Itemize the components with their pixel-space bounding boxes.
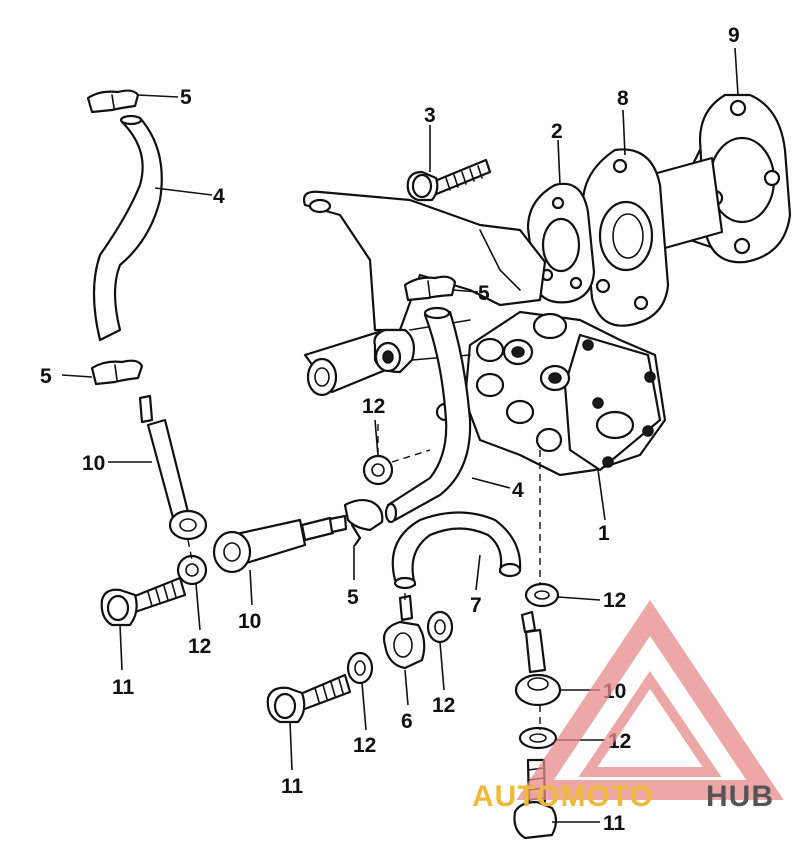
part-12-washer-a	[362, 454, 394, 486]
callout-12-c: 12	[603, 589, 626, 612]
part-7-curved-hose	[391, 511, 522, 590]
callout-3: 3	[424, 104, 436, 127]
pipe-fitting	[303, 319, 471, 422]
part-10-banjo-left	[138, 394, 208, 541]
part-5-clamp-mid	[403, 275, 457, 302]
part-4-hose-upper	[92, 114, 163, 342]
callout-8: 8	[617, 87, 629, 110]
part-1-pump-body	[463, 310, 667, 477]
callout-10-left: 10	[82, 452, 105, 475]
callout-1: 1	[598, 522, 610, 545]
callout-11-center: 11	[281, 775, 304, 798]
part-5-clamp-left	[90, 359, 144, 386]
part-6-fitting	[382, 594, 426, 670]
part-12-washer-b	[176, 554, 208, 586]
callout-5-mid: 5	[478, 282, 490, 305]
part-8-flange-plate	[581, 148, 670, 327]
callout-4-center: 4	[512, 479, 524, 502]
part-4-hose-center	[384, 306, 472, 524]
callout-12-d: 12	[432, 694, 455, 717]
callout-12-e: 12	[353, 734, 376, 757]
part-11-bolt-left	[100, 576, 187, 627]
callout-11-left: 11	[112, 676, 135, 699]
part-12-washer-f	[518, 726, 558, 750]
watermark-text-part1: AUTOMOTO	[472, 780, 654, 813]
part-10-banjo-center	[212, 514, 348, 574]
callout-6: 6	[401, 710, 413, 733]
part-11-bolt-center	[266, 673, 352, 724]
watermark-text-part2: HUB	[706, 780, 774, 813]
callout-4-upper: 4	[213, 185, 225, 208]
watermark-logo: AUTOMOTO HUB	[472, 600, 784, 813]
mounting-bracket	[302, 190, 547, 332]
callout-11-right: 11	[603, 812, 626, 835]
callout-5-left: 5	[40, 365, 52, 388]
callout-5-top: 5	[180, 86, 192, 109]
callout-7: 7	[470, 594, 482, 617]
callout-2: 2	[551, 120, 563, 143]
callout-9: 9	[728, 24, 740, 47]
part-12-washer-c	[524, 582, 560, 608]
part-5-clamp-top	[86, 89, 140, 114]
part-5-clamp-bottom	[343, 498, 384, 547]
callout-5-bottom: 5	[347, 586, 359, 609]
part-12-washer-d	[426, 610, 454, 644]
callout-labels: 1 2 3 4 4 5 5 5 5 6 7 8 9 10 10 10 11 11…	[40, 24, 740, 835]
watermark-inner-triangle	[578, 671, 722, 777]
part-3-bolt	[406, 158, 492, 202]
part-9-flange-tube	[648, 93, 792, 264]
leader-lines	[61, 47, 739, 823]
watermark-triangle	[516, 600, 784, 800]
callout-12-b: 12	[188, 635, 211, 658]
part-12-washer-e	[346, 651, 374, 685]
part-10-banjo-right	[514, 610, 562, 707]
callout-10-center: 10	[238, 610, 261, 633]
callout-12-a: 12	[362, 395, 385, 418]
